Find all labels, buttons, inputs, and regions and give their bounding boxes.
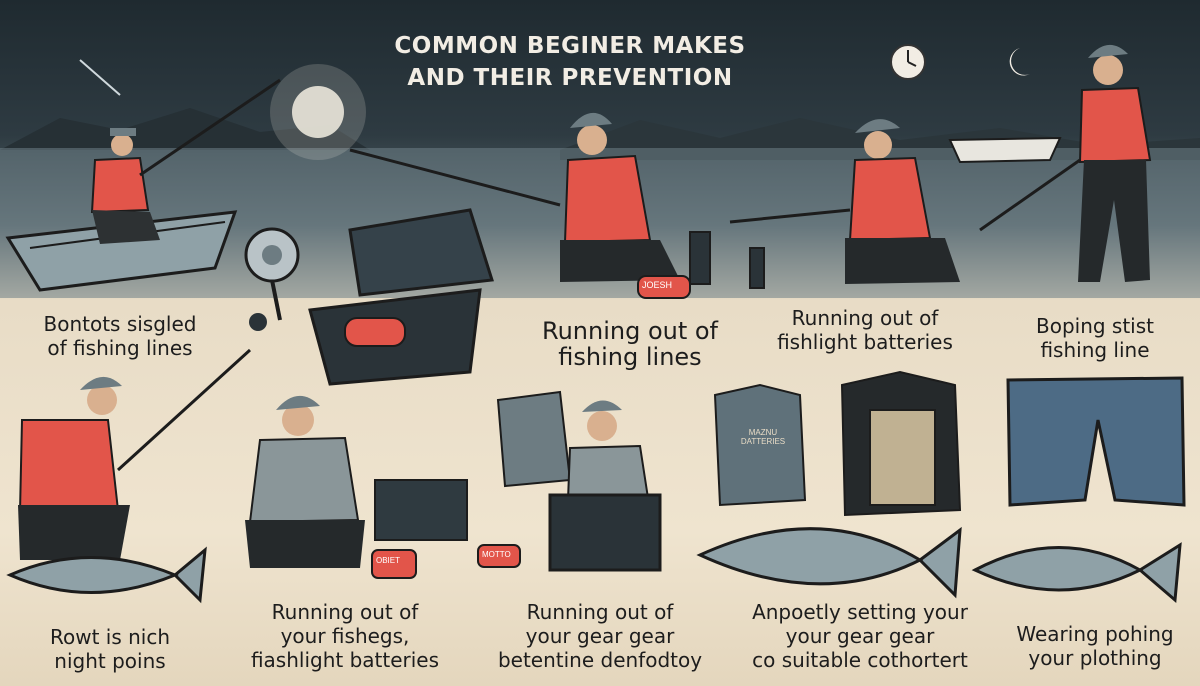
page-title: COMMON BEGINER MAKES AND THEIR PREVENTIO…	[330, 30, 810, 94]
caption-6: Running out of your fishegs, fiashlight …	[215, 600, 475, 672]
caption-9: Wearing pohing your plothing	[1000, 622, 1190, 670]
fisherman-standing	[979, 44, 1152, 282]
caption-3-line-2: fishlight batteries	[777, 330, 953, 354]
battery-pack-label: JOESH	[642, 280, 673, 290]
tackle-box	[374, 479, 468, 541]
caption-7: Running out of your gear gear betentine …	[470, 600, 730, 672]
caption-8-line-3: co suitable cothortert	[752, 648, 968, 672]
caption-4-line-1: Boping stist	[1035, 314, 1155, 338]
battery-small-label-2: MOTTO	[482, 550, 511, 559]
caption-4: Boping stist fishing line	[1000, 314, 1190, 362]
man-packing-gear	[566, 400, 650, 502]
battery-icon	[689, 231, 711, 285]
caption-3: Running out of fishlight batteries	[745, 306, 985, 354]
crescent-moon-icon	[1009, 48, 1030, 76]
battery-small-label-1: OBIET	[376, 556, 401, 565]
caption-1-line-2: of fishing lines	[47, 336, 193, 360]
battery-pack	[637, 275, 691, 299]
lightning	[79, 59, 121, 96]
title-line-1: COMMON BEGINER MAKES	[394, 33, 746, 59]
caption-7-line-1: Running out of	[526, 600, 674, 624]
fish-icon	[696, 526, 962, 599]
caption-8-line-2: your gear gear	[785, 624, 935, 648]
caption-2: Running out of fishing lines	[520, 318, 740, 370]
gear-case	[548, 493, 662, 572]
battery-icon	[749, 247, 765, 289]
caption-1-line-1: Bontots sisgled	[43, 312, 197, 336]
title-line-2: AND THEIR PREVENTION	[407, 65, 733, 91]
backpack-icon	[496, 390, 572, 488]
fisherman-kneeling-center	[349, 112, 680, 282]
shorts-icon	[1006, 376, 1186, 507]
battery-pack	[371, 549, 417, 579]
caption-5-line-2: night poins	[54, 649, 166, 673]
fisherman-in-boat	[90, 78, 281, 244]
moon-glow	[292, 86, 344, 138]
caption-5: Rowt is nich night poins	[20, 625, 200, 673]
fisherman-kneeling-right	[729, 119, 960, 284]
moon-glow-halo	[270, 64, 366, 160]
caption-7-line-2: your gear gear	[525, 624, 675, 648]
caption-6-line-2: your fishegs,	[280, 624, 410, 648]
sweater-icon	[713, 383, 807, 507]
fish-icon	[6, 546, 207, 604]
caption-9-line-1: Wearing pohing	[1016, 622, 1174, 646]
caption-1: Bontots sisgled of fishing lines	[10, 312, 230, 360]
caption-6-line-1: Running out of	[271, 600, 419, 624]
caption-7-line-3: betentine denfodtoy	[497, 648, 703, 672]
caption-5-line-1: Rowt is nich	[49, 625, 171, 649]
tackle-box-open	[308, 208, 494, 386]
caption-8: Anpoetly setting your your gear gear co …	[720, 600, 1000, 672]
caption-2-line-2: fishing lines	[558, 343, 702, 371]
caption-8-line-1: Anpoetly setting your	[752, 600, 968, 624]
fishing-reel-icon	[244, 227, 300, 331]
caption-4-line-2: fishing line	[1040, 338, 1150, 362]
caption-3-line-1: Running out of	[791, 306, 939, 330]
battery-pack	[477, 544, 521, 568]
sweater-print-text: MAZNU DATTERIES	[740, 428, 786, 446]
fish-icon	[971, 542, 1182, 604]
fisherman-with-rod-bottom	[18, 348, 252, 560]
caption-2-line-1: Running out of	[541, 317, 719, 345]
motorboat	[948, 136, 1062, 164]
caption-9-line-2: your plothing	[1028, 646, 1162, 670]
caption-6-line-3: fiashlight batteries	[250, 648, 440, 672]
man-untangling-line	[245, 395, 365, 568]
mountains	[0, 108, 370, 150]
rowboat	[5, 210, 238, 292]
